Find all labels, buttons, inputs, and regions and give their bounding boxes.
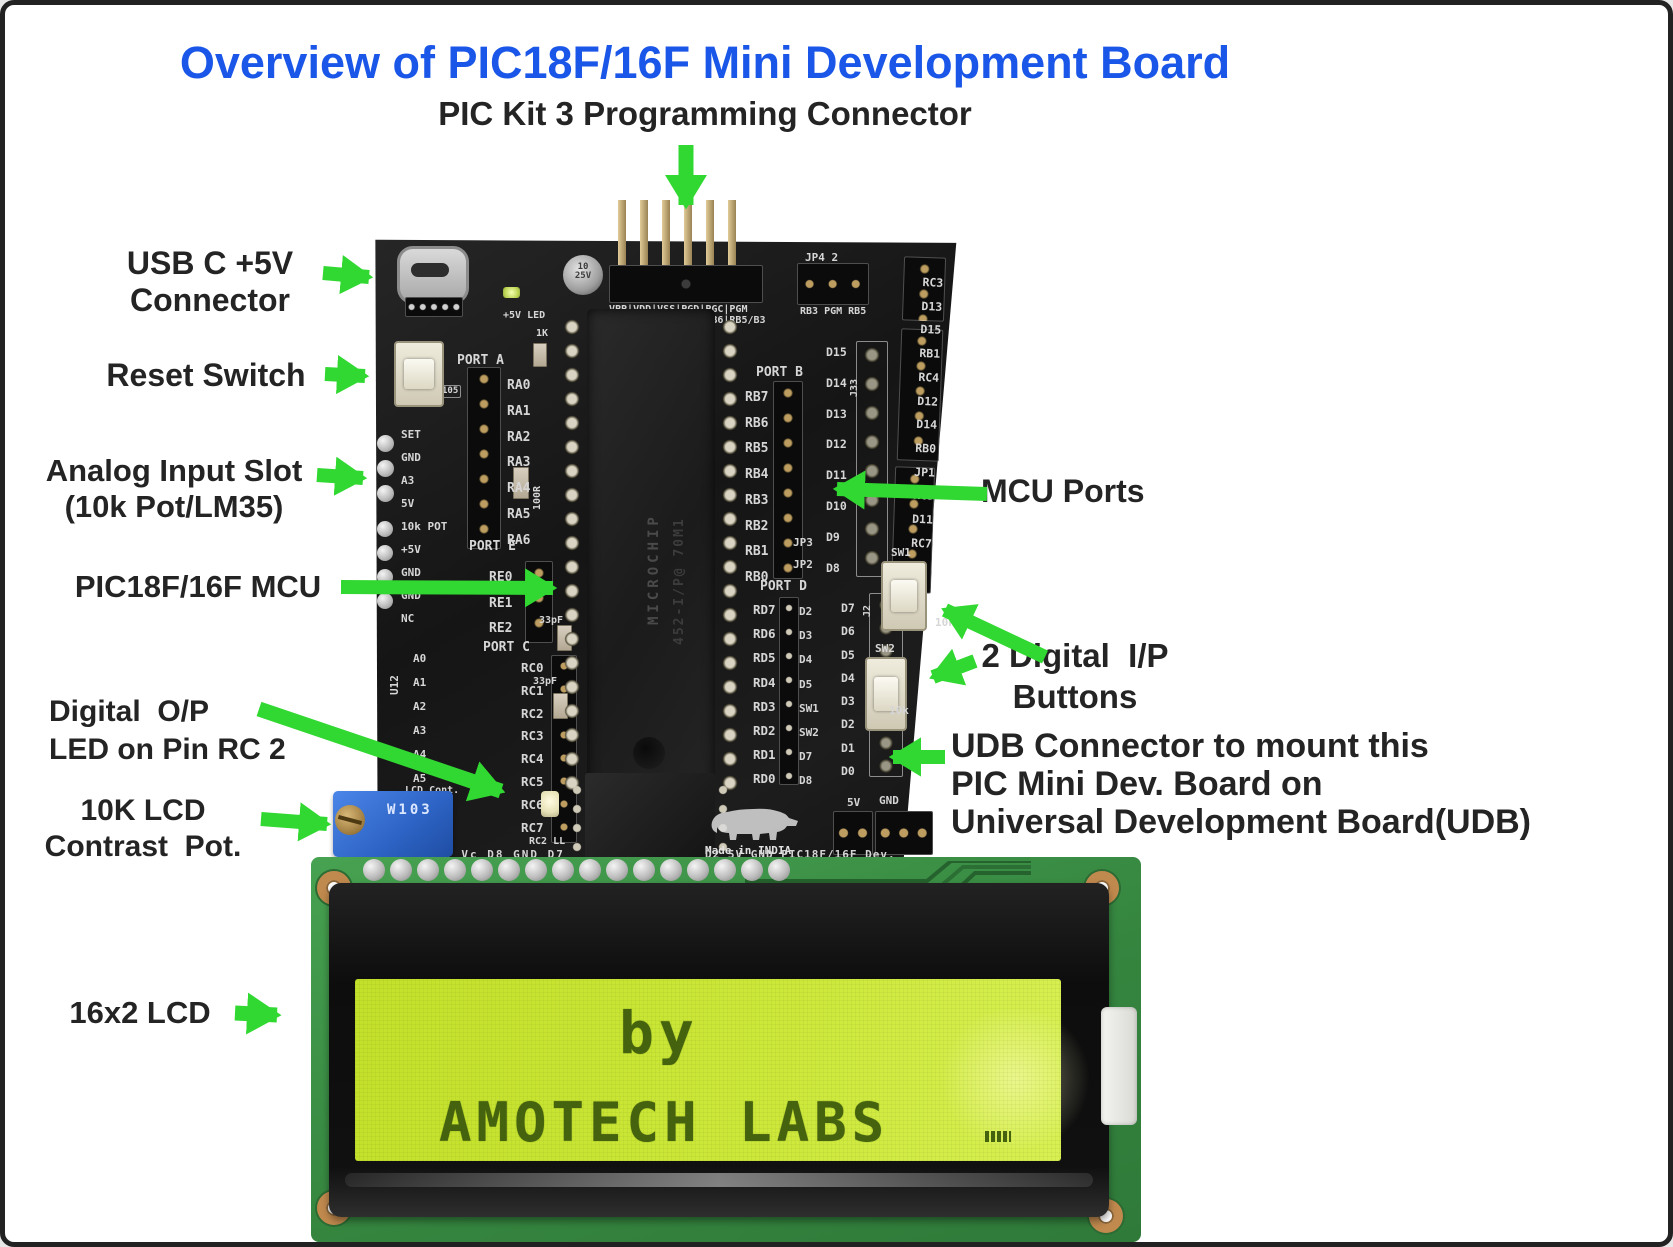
j33-holes [856,341,888,577]
pickit-pins [618,200,750,268]
arrow-16x2-lcd [234,992,282,1035]
left-rail-labels: SET GND A3 5V 10k POT +5V GND GND NC [401,428,448,625]
rail-5v-label: 5V [847,796,861,809]
port-a-pins: RA0 RA1 RA2 RA3 RA4 RA5 RA6 [507,378,531,548]
port-e-header [525,561,553,643]
bottom-right-rail-labels: D2 5V GND PIC18F/16F Dev. [705,848,896,861]
j2-col-labels: D7 D6 D5 D4 D3 D2 D1 D0 [841,601,855,779]
port-b-header [773,381,803,579]
power-led-label: +5V LED [503,310,546,321]
arrow-reset-switch [324,355,370,395]
sw2-button [865,657,907,731]
cap-33pf-2: 33pF [533,676,558,687]
smd-resistor-2 [513,467,529,499]
analog-slot-holes [377,435,394,502]
rb3-pgm-rb5-label: RB3 PGM RB5 [800,306,867,317]
usb-c-slot [411,263,449,277]
lcd-solder-row [363,859,790,881]
capacitor [563,255,603,295]
udb-connector-label: UDB Connector to mount this PIC Mini Dev… [951,727,1532,841]
port-d-header [779,597,799,785]
lcd-line1: by [619,999,699,1067]
port-c-label: PORT C [483,640,530,655]
port-b-label: PORT B [756,365,803,380]
mcu-part-marking: 452-I/P@ 70M1 [672,517,687,645]
mcu-chip-dimple [633,737,665,769]
lcd-16x2-label: 16x2 LCD [69,995,211,1030]
power-led [503,287,520,298]
mcu-ports-label: MCU Ports [981,473,1145,509]
port-a-header [467,367,501,549]
pickit-header-socket [609,265,763,303]
sw1-resistor-label: 10k [935,616,955,629]
digital-ip-buttons-label: 2 Digital I/P Buttons [981,637,1169,715]
port-d-aux: D2 D3 D4 D5 SW1 SW2 D7 D8 [799,605,819,788]
jp4-label: JP4 2 [805,251,839,264]
port-e-pins: RE0 RE1 RE2 [489,570,513,636]
lcd-screen-glow [935,1009,1095,1149]
tiger-graphic [711,808,798,840]
j2-label: J2 [862,604,873,617]
reset-switch [394,341,444,407]
port-a-label: PORT A [457,353,504,368]
lcd-line2: AMOTECH LABS [439,1091,890,1154]
port-e-label: PORT E [469,539,516,554]
sw2-resistor-label: 10k [889,704,909,717]
arrow-contrast-pot [260,802,332,842]
jp4-header [797,263,869,305]
port-d-label: PORT D [760,579,807,594]
digital-op-led-label: Digital O/P LED on Pin RC 2 [49,695,286,766]
rc2-ll-label: RC2 LL [529,836,566,847]
sw1-label: SW1 [891,546,911,559]
jp3-jp2-labels: JP3 JP2 [793,536,813,571]
rail-gnd-label: GND [879,794,899,807]
smd-resistor-1 [533,343,547,367]
contrast-pot-label: 10K LCD Contrast Pot. [44,794,242,863]
port-d-pins: RD7 RD6 RD5 RD4 RD3 RD2 RD1 RD0 [753,602,776,787]
u12-label: U12 [388,675,401,695]
sw2-label: SW2 [875,642,895,655]
analog-pin-labels: A0 A1 A2 A3 A4 A5 [413,652,427,785]
arrow-usb-connector [322,255,374,295]
capacitor-marking: 10 25V [574,262,592,281]
port-b-pins: RB7 RB6 RB5 RB4 RB3 RB2 RB1 RB0 [745,390,769,585]
rail-5v-header [833,811,873,855]
pot-marking: W103 [387,802,433,818]
analog-input-label: Analog Input Slot (10k Pot/LM35) [45,453,303,524]
mcu-socket-left [559,315,585,799]
sw1-button [881,561,927,631]
resistor-100r-label: 100R [532,485,543,510]
port-c-pins: RC0 RC1 RC2 RC3 RC4 RC5 RC6( RC7 [521,660,552,835]
mcu-chip [587,309,715,801]
mcu-brand-marking: MICROCHIP [646,513,662,625]
rc2-output-led [541,791,559,817]
lcd-side-clip [1101,1007,1137,1125]
left-lower-holes [377,521,393,609]
rail-gnd-header [875,811,933,855]
soic-pins-left [569,781,585,855]
mcu-label: PIC18F/16F MCU [74,569,322,604]
lcd-bezel-gloss [345,1173,1093,1187]
soic-chip [585,773,715,861]
page-title: Overview of PIC18F/16F Mini Development … [179,37,1231,88]
j33-label: J33 [849,378,860,397]
made-in-india-label: Made in INDIA [705,844,792,857]
mcu-socket-right [717,315,743,799]
pickit-connector-label: PIC Kit 3 Programming Connector [438,95,972,132]
reset-switch-label: Reset Switch [106,357,306,393]
mid-col-labels: D15 D14 D13 D12 D11 D10 D9 D8 [826,345,847,575]
lcd-pixel-grid [355,979,1061,1161]
resistor-1k-label: 1K [536,328,549,339]
usb-connector-label: USB C +5V Connector [126,245,294,318]
cap-33pf-1: 33pF [539,615,564,626]
usb-base-pins [405,297,463,317]
lcd-cursor [985,1131,1011,1142]
